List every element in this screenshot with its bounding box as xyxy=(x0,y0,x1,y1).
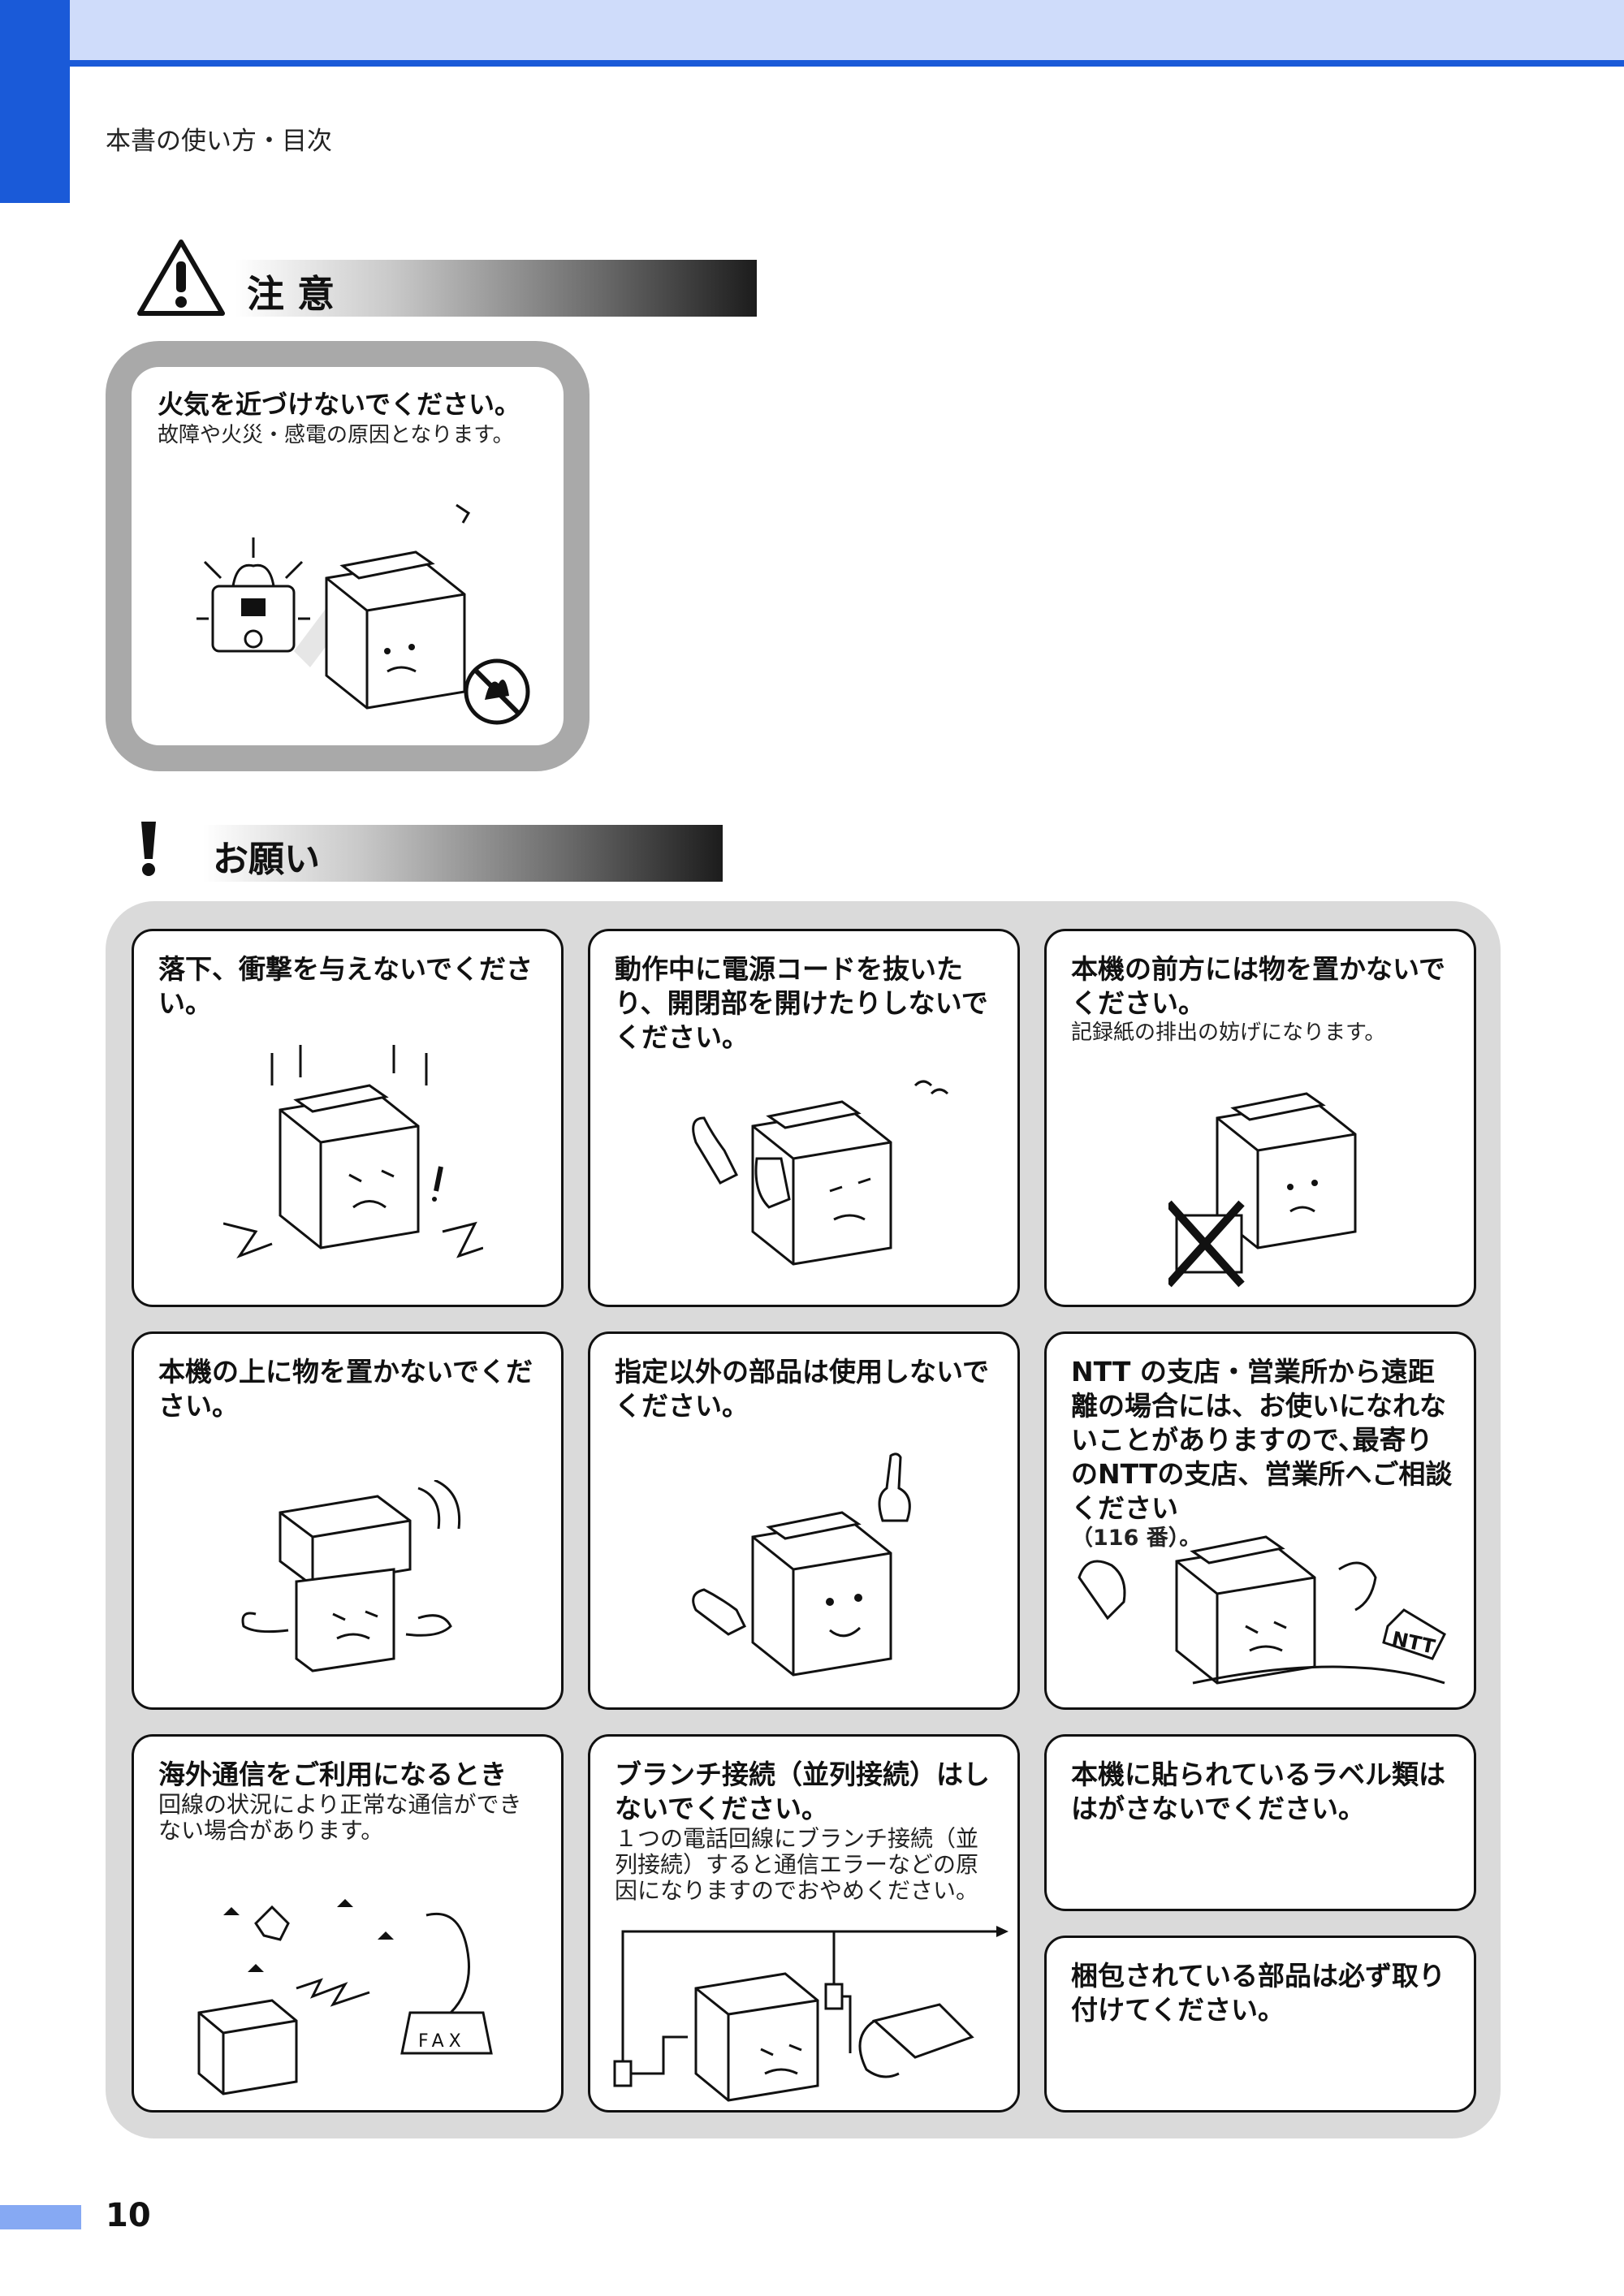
request-card-packaged-parts: 梱包されている部品は必ず取り付けてください。 xyxy=(1044,1936,1476,2113)
request-card-no-unplug: 動作中に電源コードを抜いたり、開閉部を開けたりしないでください。 xyxy=(588,929,1020,1307)
card-title: 本機の上に物を置かないでください。 xyxy=(158,1356,533,1422)
card-note: 回線の状況により正常な通信ができない場合があります。 xyxy=(158,1791,522,1844)
card-title: 動作中に電源コードを抜いたり、開閉部を開けたりしないでください。 xyxy=(615,953,988,1053)
page-number: 10 xyxy=(106,2197,151,2234)
card-title: ブランチ接続（並列接続）はしないでください。 １つの電話回線にブランチ接続（並列… xyxy=(615,1758,1000,1904)
request-card-branch-connection: ブランチ接続（並列接続）はしないでください。 １つの電話回線にブランチ接続（並列… xyxy=(588,1734,1020,2113)
card-title-text: 海外通信をご利用になるとき xyxy=(158,1759,507,1790)
request-heading-bar xyxy=(203,825,723,882)
fire-hazard-illustration xyxy=(197,503,530,725)
request-card-labels: 本機に貼られているラベル類ははがさないでください。 xyxy=(1044,1734,1476,1911)
request-card-overseas: 海外通信をご利用になるとき 回線の状況により正常な通信ができない場合があります。… xyxy=(132,1734,564,2113)
card-note: （116 番）。 xyxy=(1071,1526,1202,1551)
request-card-no-drop: 落下、衝撃を与えないでください。 xyxy=(132,929,564,1307)
ntt-distance-illustration: NTT xyxy=(1078,1535,1446,1685)
caution-heading-bar xyxy=(235,260,757,317)
card-title: 海外通信をご利用になるとき 回線の状況により正常な通信ができない場合があります。 xyxy=(158,1758,543,1844)
stop-hand-machine-illustration xyxy=(692,1080,949,1266)
pointing-machine-illustration xyxy=(692,1452,911,1677)
card-note: １つの電話回線にブランチ接続（並列接続）すると通信エラーなどの原因になりますので… xyxy=(615,1825,979,1904)
request-card-genuine-parts: 指定以外の部品は使用しないでください。 xyxy=(588,1331,1020,1710)
card-title: 本機の前方には物を置かないでください。 記録紙の排出の妨げになります。 xyxy=(1071,952,1456,1046)
header-band xyxy=(0,0,1624,60)
caution-card: 火気を近づけないでください。 故障や火災・感電の原因となります。 xyxy=(132,367,564,745)
card-title: 梱包されている部品は必ず取り付けてください。 xyxy=(1071,1960,1446,2026)
caution-heading: 注 意 xyxy=(247,272,335,316)
object-on-machine-illustration xyxy=(241,1480,461,1672)
card-title: 落下、衝撃を与えないでください。 xyxy=(158,953,533,1019)
caution-note: 故障や火災・感電の原因となります。 xyxy=(158,423,514,447)
card-title-text: 本機の前方には物を置かないでください。 xyxy=(1071,953,1446,1019)
warning-triangle-icon xyxy=(137,240,225,316)
card-title: NTT の支店・営業所から遠距離の場合には、お使いになれないことがありますので､… xyxy=(1071,1355,1456,1551)
card-title-text: NTT の支店・営業所から遠距離の場合には、お使いになれないことがありますので､… xyxy=(1071,1356,1453,1524)
request-card-no-front-objects: 本機の前方には物を置かないでください。 記録紙の排出の妨げになります。 xyxy=(1044,929,1476,1307)
branch-wiring-illustration xyxy=(613,1926,1009,2102)
header-rule xyxy=(0,60,1624,67)
dropped-machine-illustration xyxy=(223,1045,483,1259)
overseas-fax-illustration: FAX xyxy=(197,1899,493,2095)
card-title: 指定以外の部品は使用しないでください。 xyxy=(615,1356,990,1422)
card-title-text: ブランチ接続（並列接続）はしないでください。 xyxy=(615,1759,990,1824)
card-title: 本機に貼られているラベル類ははがさないでください。 xyxy=(1071,1759,1446,1824)
fax-label: FAX xyxy=(418,2031,466,2052)
card-note: 記録紙の排出の妨げになります。 xyxy=(1071,1021,1386,1045)
chapter-tab xyxy=(0,0,70,203)
caution-title: 火気を近づけないでください。 xyxy=(158,389,521,420)
blocked-output-illustration xyxy=(1168,1092,1357,1288)
request-card-ntt-distance: NTT の支店・営業所から遠距離の場合には、お使いになれないことがありますので､… xyxy=(1044,1331,1476,1710)
breadcrumb: 本書の使い方・目次 xyxy=(106,127,332,156)
request-heading: お願い xyxy=(213,839,320,880)
exclamation-icon xyxy=(141,822,156,876)
page-number-bar xyxy=(0,2205,81,2229)
request-card-no-top-objects: 本機の上に物を置かないでください。 xyxy=(132,1331,564,1710)
